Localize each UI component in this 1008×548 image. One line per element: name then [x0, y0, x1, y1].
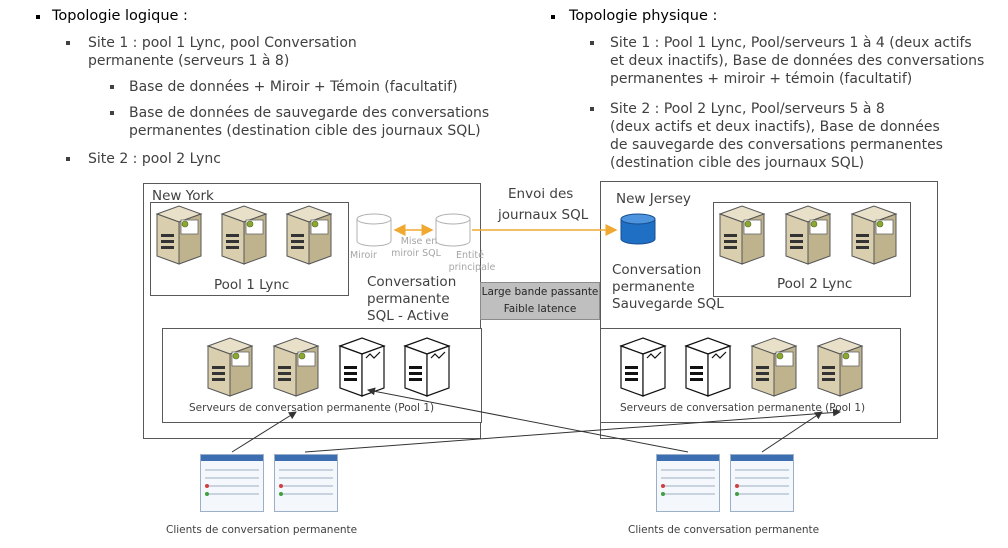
client-arrow	[231, 411, 297, 453]
log-shipping-line2: journaux SQL	[498, 207, 589, 223]
client-window-icon	[656, 454, 720, 512]
new-jersey-label: New Jersey	[616, 191, 691, 207]
bullet-icon	[110, 111, 114, 115]
logical-site2: Site 2 : pool 2 Lync	[88, 151, 221, 167]
pool2-server-icon	[785, 205, 831, 265]
bandwidth-box: Large bande passante Faible latence	[480, 282, 600, 320]
entite-line1: Entité	[456, 250, 484, 261]
bullet-icon	[551, 15, 555, 19]
mise-en-miroir-line1: Mise en	[400, 236, 438, 247]
miroir-label: Miroir	[350, 250, 377, 261]
logical-backup-line2: permanentes (destination cible des journ…	[129, 123, 481, 139]
client-window-icon	[274, 454, 338, 512]
mise-en-miroir-line2: miroir SQL	[391, 248, 441, 259]
pc-server-inactive-icon	[339, 337, 385, 397]
pool2-server-icon	[851, 205, 897, 265]
backup-line3: Sauvegarde SQL	[612, 296, 724, 312]
pc-server-inactive-icon	[404, 337, 450, 397]
pool1-label: Pool 1 Lync	[214, 277, 290, 293]
physical-topology-heading: Topologie physique :	[569, 8, 718, 24]
client-window-icon	[730, 454, 794, 512]
sql-active-line2: permanente	[367, 291, 450, 307]
pc-server-active-icon	[273, 337, 319, 397]
physical-site1-line2: et deux inactifs), Base de données des c…	[610, 53, 985, 69]
physical-site2-line4: (destination cible des journaux SQL)	[610, 155, 865, 171]
pool1-server-icon	[221, 205, 267, 265]
ny-servers-label: Serveurs de conversation permanente (Poo…	[189, 402, 435, 414]
client-arrow	[304, 408, 841, 453]
mirror-db-icon	[356, 213, 392, 247]
pool1-server-icon	[156, 205, 202, 265]
entite-line2: principale	[448, 262, 496, 273]
physical-site2-line2: (deux actifs et deux inactifs), Base de …	[610, 119, 940, 135]
logical-backup-line1: Base de données de sauvegarde des conver…	[129, 105, 490, 121]
bullet-icon	[110, 85, 114, 89]
bandwidth-line2: Faible latence	[503, 303, 577, 315]
logical-db-item: Base de données + Miroir + Témoin (facul…	[129, 79, 458, 95]
pc-server-active-icon	[817, 337, 863, 397]
bullet-icon	[66, 41, 70, 45]
pool1-server-icon	[286, 205, 332, 265]
sql-active-line3: SQL - Active	[367, 308, 449, 324]
backup-line1: Conversation	[612, 262, 702, 278]
pc-server-active-icon	[751, 337, 797, 397]
client-arrow	[761, 411, 823, 453]
physical-site2-line3: de sauvegarde des conversations permanen…	[610, 137, 943, 153]
pool2-server-icon	[719, 205, 765, 265]
pc-server-inactive-icon	[685, 337, 731, 397]
pc-server-inactive-icon	[620, 337, 666, 397]
nj-servers-label: Serveurs de conversation permanente (Poo…	[620, 402, 866, 414]
logical-topology-heading: Topologie logique :	[52, 8, 188, 24]
clients-left-label: Clients de conversation permanente	[166, 524, 358, 536]
backup-line2: permanente	[612, 279, 695, 295]
bullet-icon	[36, 15, 40, 19]
clients-right-label: Clients de conversation permanente	[628, 524, 820, 536]
bandwidth-line1: Large bande passante	[481, 286, 599, 298]
logical-site1-line2: permanente (serveurs 1 à 8)	[88, 53, 290, 69]
client-window-icon	[200, 454, 264, 512]
principal-db-icon	[435, 213, 471, 247]
new-york-label: New York	[152, 188, 214, 204]
bullet-icon	[66, 157, 70, 161]
sql-active-line1: Conversation	[367, 274, 457, 290]
log-shipping-line1: Envoi des	[508, 186, 574, 202]
physical-site1-line3: permanentes + miroir + témoin (facultati…	[610, 71, 913, 87]
physical-site2-line1: Site 2 : Pool 2 Lync, Pool/serveurs 5 à …	[610, 101, 885, 117]
logical-site1-line1: Site 1 : pool 1 Lync, pool Conversation	[88, 35, 357, 51]
bullet-icon	[590, 41, 594, 45]
bullet-icon	[590, 107, 594, 111]
physical-site1-line1: Site 1 : Pool 1 Lync, Pool/serveurs 1 à …	[610, 35, 972, 51]
backup-db-icon	[620, 213, 656, 245]
client-arrow	[367, 387, 689, 453]
pc-server-active-icon	[207, 337, 253, 397]
pool2-label: Pool 2 Lync	[777, 276, 853, 292]
